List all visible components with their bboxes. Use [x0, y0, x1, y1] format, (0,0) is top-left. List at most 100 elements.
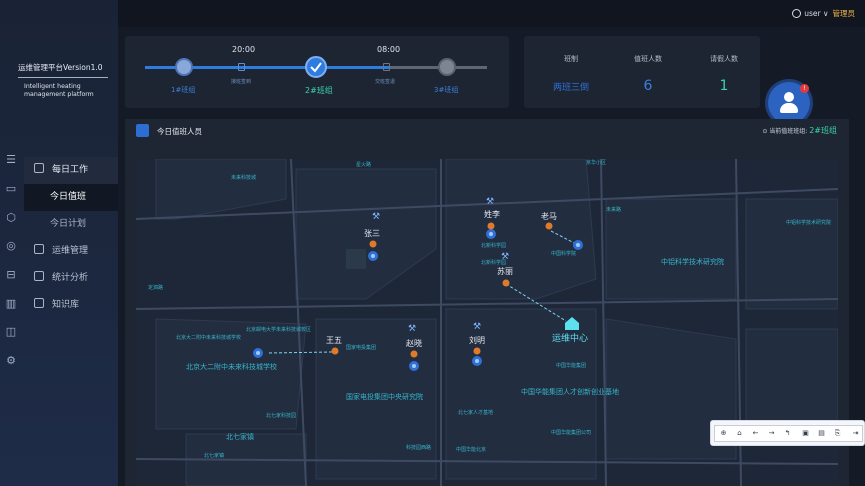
current-duty-label: 当前值班班组:: [769, 128, 808, 135]
worker-name: 姓李: [484, 209, 500, 219]
monitor-icon[interactable]: ▭: [5, 182, 17, 195]
chart-icon: [34, 271, 44, 281]
notification-badge: !: [800, 84, 809, 93]
map-place-label: 北新科学园: [481, 259, 506, 266]
worker-laoma[interactable]: 老马: [541, 211, 583, 250]
map-place-label: 未来路: [606, 206, 621, 213]
shift-progress-panel: 20:00 08:00 1#班组 接班签到 2#班组 交班签退 3#班组: [125, 36, 509, 108]
map-place-label: 未来科技城: [231, 174, 256, 181]
worker-li[interactable]: ⚒ 姓李: [484, 197, 500, 239]
doc-icon: [34, 244, 44, 254]
map-place-label: 中铝科学技术研究院: [661, 257, 724, 266]
tool-copy-icon[interactable]: ⎘: [834, 429, 841, 437]
sidebar-item-label: 运维管理: [52, 246, 89, 256]
shift-node-1[interactable]: [175, 58, 193, 76]
ops-center-marker[interactable]: 运维中心: [552, 317, 588, 344]
map-routes: [267, 230, 577, 354]
sidebar-item-stats[interactable]: 统计分析: [24, 265, 118, 292]
screen-icon[interactable]: ⊟: [6, 268, 16, 281]
map-place-label: 中国华能集团: [556, 362, 586, 369]
sidebar-item-knowledge[interactable]: 知识库: [24, 292, 118, 319]
clipboard-icon: [34, 163, 44, 173]
checkout-label: 交班签退: [375, 79, 396, 85]
map-place-label: 北新科学园: [481, 242, 506, 249]
map-place-label: 北京大二附中未来科技城学校: [186, 362, 277, 371]
admin-link[interactable]: 管理员: [832, 9, 856, 18]
map-place-label: 国家电投集团: [346, 344, 376, 351]
person-icon: [784, 92, 794, 102]
stat-value-leave: 1: [719, 78, 729, 94]
map-place-label: 京华小区: [586, 159, 606, 166]
topbar: user ∨管理员: [118, 0, 865, 27]
duty-staff-icon: [136, 124, 149, 137]
map-panel-title: 今日值班人员: [157, 127, 202, 136]
worker-name: 张三: [364, 229, 380, 238]
worker-name: 刘明: [469, 335, 485, 345]
ops-center-label: 运维中心: [552, 332, 588, 344]
sidebar-item-daily-work[interactable]: 每日工作: [24, 157, 118, 184]
brand-subtitle: Intelligent heating management platform: [24, 83, 94, 98]
worker-name: 赵晓: [406, 338, 422, 348]
sidebar-item-today-plan[interactable]: 今日计划: [24, 211, 118, 238]
worker-liuming[interactable]: ⚒ 刘明: [469, 322, 485, 366]
wrench-icon: ⚒: [408, 324, 416, 334]
gear-icon[interactable]: ⚙: [6, 354, 16, 367]
map-place-label: 中国华能集团人才创新创业基地: [521, 387, 619, 396]
user-menu[interactable]: user ∨管理员: [792, 8, 855, 19]
tool-zoom-icon[interactable]: ⊕: [720, 429, 727, 437]
sidebar-item-label: 每日工作: [52, 165, 89, 175]
map-place-label: 北七家科技园: [266, 412, 296, 419]
stat-header-shift: 班制: [564, 55, 578, 63]
map-place-label: 定泗路: [148, 284, 163, 291]
shift-node-3[interactable]: [438, 58, 456, 76]
map-place-label: 北七家镇: [204, 452, 224, 459]
sidebar-item-today-duty[interactable]: 今日值班: [24, 184, 118, 211]
stat-value-shift: 两班三倒: [552, 83, 589, 93]
sidebar: 运维管理平台Version1.0 Intelligent heating man…: [0, 0, 118, 486]
sidebar-item-ops[interactable]: 运维管理: [24, 238, 118, 265]
shift-node-2[interactable]: [305, 56, 327, 78]
worker-name: 老马: [541, 211, 557, 221]
user-label[interactable]: user ∨: [804, 9, 829, 18]
briefcase-icon: [34, 298, 44, 308]
worker-zhaoxiao[interactable]: ⚒ 赵晓: [406, 324, 422, 371]
storage-icon[interactable]: ◫: [5, 325, 17, 338]
worker-suli[interactable]: ⚒ 苏丽: [497, 252, 513, 287]
user-icon: [792, 9, 802, 18]
map-blocks: [155, 159, 838, 486]
tool-back-icon[interactable]: ←: [752, 429, 759, 437]
menu-icon[interactable]: ☰: [6, 153, 16, 166]
brand-divider: [18, 77, 108, 78]
sidebar-item-label: 今日计划: [50, 219, 87, 229]
map-panel: 今日值班人员 ⊙ 当前值班班组: 2#班组: [125, 119, 849, 486]
building-icon[interactable]: ▥: [5, 297, 17, 310]
wrench-icon: ⚒: [501, 252, 509, 262]
cube-icon[interactable]: ⬡: [6, 211, 16, 224]
checkin-label: 接班签到: [231, 79, 252, 85]
tool-select-icon[interactable]: ▣: [802, 429, 809, 437]
wrench-icon: ⚒: [372, 212, 380, 222]
map-place-label: 科技园西路: [406, 444, 431, 451]
sidebar-item-label: 知识库: [52, 300, 80, 310]
current-duty-group: ⊙ 当前值班班组: 2#班组: [762, 125, 837, 136]
duty-map[interactable]: 星火路 国家电投集团中央研究院 中国华能集团人才创新创业基地 北七家镇 北京大二…: [136, 159, 838, 486]
sidebar-item-label: 统计分析: [52, 273, 89, 283]
wrench-icon: ⚒: [473, 322, 481, 332]
tool-undo-icon[interactable]: ↰: [784, 429, 791, 437]
tool-home-icon[interactable]: ⌂: [737, 429, 742, 437]
alert-icon[interactable]: ◎: [6, 239, 16, 252]
stat-header-duty: 值班人数: [634, 55, 662, 63]
tool-forward-icon[interactable]: →: [768, 429, 775, 437]
assistant-avatar-button[interactable]: !: [768, 82, 810, 124]
shift-time-start: 20:00: [232, 45, 256, 54]
stats-panel: 班制 值班人数 请假人数 两班三倒 6 1: [524, 36, 760, 108]
map-place-label: 中国华能北京: [456, 446, 486, 453]
worker-zhangsan[interactable]: ⚒ 张三: [364, 212, 380, 261]
worker-wangwu[interactable]: 王五: [253, 336, 342, 358]
sidebar-item-label: 今日值班: [50, 192, 87, 202]
tool-layer-icon[interactable]: ▤: [818, 429, 825, 437]
worker-name: 苏丽: [497, 266, 513, 276]
tool-export-icon[interactable]: ⇥: [852, 429, 859, 437]
map-place-label: 中国华能集团公司: [551, 429, 591, 436]
